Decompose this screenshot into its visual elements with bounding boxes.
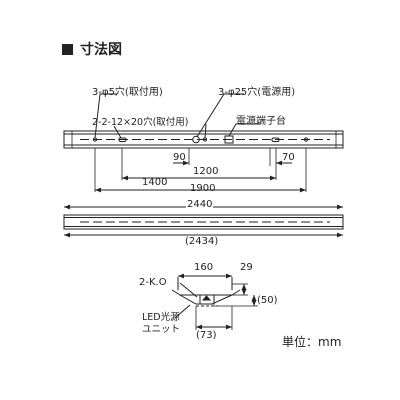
dim-73: (73) xyxy=(196,330,217,341)
unit-label: 単位：mm xyxy=(282,335,342,349)
dim-29: 29 xyxy=(240,262,253,273)
callout-terminal-block: 電源端子台 xyxy=(236,116,286,127)
title-square-icon xyxy=(62,44,73,55)
led-unit-label-line2: ユニット xyxy=(142,324,181,335)
callout-power-hole: 3-φ25穴(電源用) xyxy=(218,87,296,98)
drawing-title: 寸法図 xyxy=(80,42,122,58)
dim-1200: 1200 xyxy=(193,166,219,177)
callout-mount-slot: 2-2-12×20穴(取付用) xyxy=(92,117,189,128)
knockout-label: 2-K.O xyxy=(139,277,167,288)
power-hole xyxy=(192,135,200,144)
section-dimension-lines xyxy=(178,273,258,330)
dim-1900: 1900 xyxy=(190,183,216,194)
section-body xyxy=(171,277,241,307)
top-view-body xyxy=(63,130,344,149)
dim-160: 160 xyxy=(194,262,214,273)
dim-2434: (2434) xyxy=(185,236,219,247)
dim-50: (50) xyxy=(257,295,278,306)
dim-90: 90 xyxy=(173,152,186,163)
led-unit-label-line1: LED光源 xyxy=(142,312,180,323)
side-view-body xyxy=(63,214,344,230)
callout-leaders xyxy=(94,93,260,139)
section-leaders xyxy=(174,282,198,319)
dim-2440: 2440 xyxy=(186,199,214,210)
side-dimension-lines xyxy=(64,204,343,238)
mounting-slots xyxy=(118,137,280,142)
dim-70: 70 xyxy=(282,152,295,163)
callout-mount-hole: 3-φ5穴(取付用) xyxy=(92,87,163,98)
dim-1400: 1400 xyxy=(142,177,168,188)
top-dimension-lines xyxy=(95,160,306,193)
